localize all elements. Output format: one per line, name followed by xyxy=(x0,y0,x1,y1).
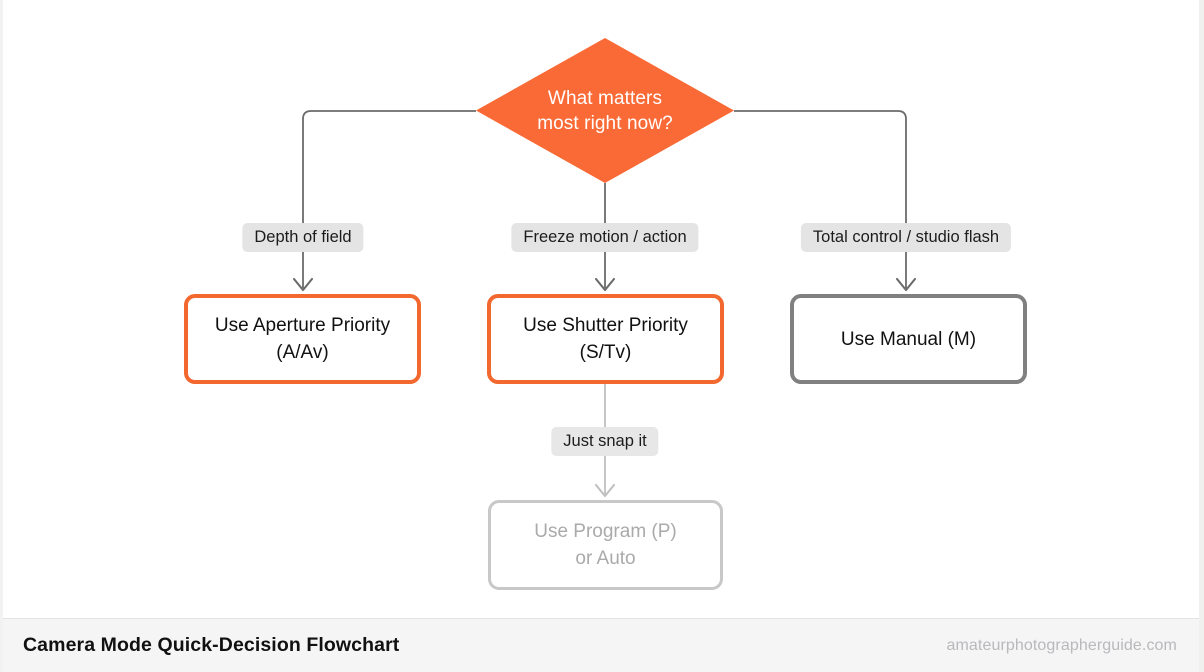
node-use-shutter-priority[interactable]: Use Shutter Priority (S/Tv) xyxy=(487,294,724,384)
node-program-line-2: or Auto xyxy=(575,548,636,569)
node-use-program-or-auto[interactable]: Use Program (P) or Auto xyxy=(488,500,723,590)
arrowhead-aperture-icon xyxy=(292,277,314,292)
decision-node-question[interactable]: What matters most right now? xyxy=(476,38,734,183)
node-shutter-label: Use Shutter Priority (S/Tv) xyxy=(491,312,720,366)
footer-bar: Camera Mode Quick-Decision Flowchart ama… xyxy=(3,618,1199,672)
node-aperture-line-1: Use Aperture Priority xyxy=(214,315,391,336)
decision-line-2: most right now? xyxy=(537,112,673,134)
node-use-manual[interactable]: Use Manual (M) xyxy=(790,294,1027,384)
edge-label-total-control[interactable]: Total control / studio flash xyxy=(800,223,1012,252)
edge-question-to-aperture-top xyxy=(302,110,476,224)
arrowhead-shutter-icon xyxy=(594,277,616,292)
page-title: Camera Mode Quick-Decision Flowchart xyxy=(23,634,400,656)
arrowhead-program-icon xyxy=(594,483,616,498)
node-aperture-line-2: (A/Av) xyxy=(276,342,329,363)
edge-label-freeze-motion[interactable]: Freeze motion / action xyxy=(511,223,699,252)
edge-label-depth-of-field[interactable]: Depth of field xyxy=(242,223,364,252)
node-program-label: Use Program (P) or Auto xyxy=(491,518,720,572)
edge-question-to-manual-top xyxy=(734,110,907,224)
site-credit: amateurphotographerguide.com xyxy=(946,636,1177,654)
node-manual-line-1: Use Manual (M) xyxy=(840,328,977,350)
flowchart-canvas: What matters most right now? Depth of fi… xyxy=(3,0,1199,618)
edge-label-just-snap-it[interactable]: Just snap it xyxy=(551,427,659,456)
node-aperture-label: Use Aperture Priority (A/Av) xyxy=(188,312,417,366)
node-use-aperture-priority[interactable]: Use Aperture Priority (A/Av) xyxy=(184,294,421,384)
node-shutter-line-2: (S/Tv) xyxy=(579,342,632,363)
arrowhead-manual-icon xyxy=(895,277,917,292)
decision-node-label: What matters most right now? xyxy=(476,86,734,136)
node-shutter-line-1: Use Shutter Priority xyxy=(523,315,688,336)
node-program-line-1: Use Program (P) xyxy=(534,521,677,542)
decision-line-1: What matters xyxy=(547,87,663,109)
node-manual-label: Use Manual (M) xyxy=(794,326,1023,353)
